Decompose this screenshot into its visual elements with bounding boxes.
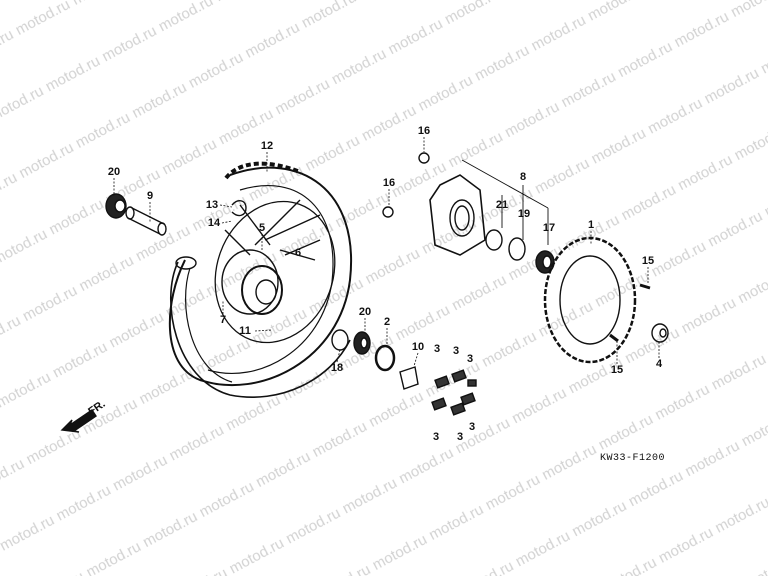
callout-3c: 3 [466, 353, 474, 365]
collar-10 [399, 366, 419, 390]
spacer-9 [125, 206, 167, 236]
nut-4 [651, 323, 669, 343]
bearing-21 [485, 229, 503, 251]
callout-15-lower: 15 [610, 364, 624, 376]
callout-5: 5 [258, 222, 266, 234]
callout-15-upper: 15 [641, 255, 655, 267]
callout-4: 4 [655, 358, 663, 370]
bearing-20-left [105, 193, 127, 219]
callout-21: 21 [495, 199, 509, 211]
seal-18 [331, 329, 349, 351]
group-bracket-8 [461, 159, 549, 245]
hub [221, 249, 283, 315]
callout-11: 11 [239, 325, 251, 337]
callout-16-mid: 16 [382, 177, 396, 189]
sprocket-1 [543, 236, 637, 364]
bearing-2 [374, 344, 396, 372]
callout-1: 1 [587, 219, 595, 231]
callout-13: 13 [205, 199, 219, 211]
bearing-20-right [353, 331, 371, 355]
callout-10: 10 [411, 341, 425, 353]
seal-17 [535, 250, 555, 274]
circlip-19 [508, 237, 526, 261]
bolt-15-lower [609, 333, 619, 343]
dampers-3 [431, 369, 477, 416]
inner-tube [170, 256, 351, 399]
callout-20: 20 [107, 166, 121, 178]
drawing-code: KW33-F1200 [600, 453, 666, 464]
valve-13 [231, 200, 247, 217]
callout-9: 9 [146, 190, 154, 202]
nut-16-top [418, 152, 430, 164]
callout-3a: 3 [433, 343, 441, 355]
callout-19: 19 [517, 208, 531, 220]
rim-and-spokes [214, 199, 336, 344]
nut-16-mid [382, 206, 394, 218]
callout-18: 18 [330, 362, 344, 374]
callout-3d: 3 [432, 431, 440, 443]
callout-20-right: 20 [358, 306, 372, 318]
callout-2: 2 [383, 316, 391, 328]
callout-3b: 3 [452, 345, 460, 357]
callout-16-top: 16 [417, 125, 431, 137]
callout-6: 6 [294, 247, 302, 259]
bolt-15-upper [639, 283, 651, 290]
callout-12: 12 [260, 140, 274, 152]
callout-3f: 3 [468, 421, 476, 433]
sprocket-flange [429, 174, 486, 256]
callout-3e: 3 [456, 431, 464, 443]
tire [168, 161, 353, 387]
callout-8: 8 [519, 171, 527, 183]
leader-lines [113, 137, 660, 367]
callout-7: 7 [219, 314, 227, 326]
callout-14: 14 [207, 217, 221, 229]
callout-17: 17 [542, 222, 556, 234]
front-arrow-icon [60, 409, 97, 433]
